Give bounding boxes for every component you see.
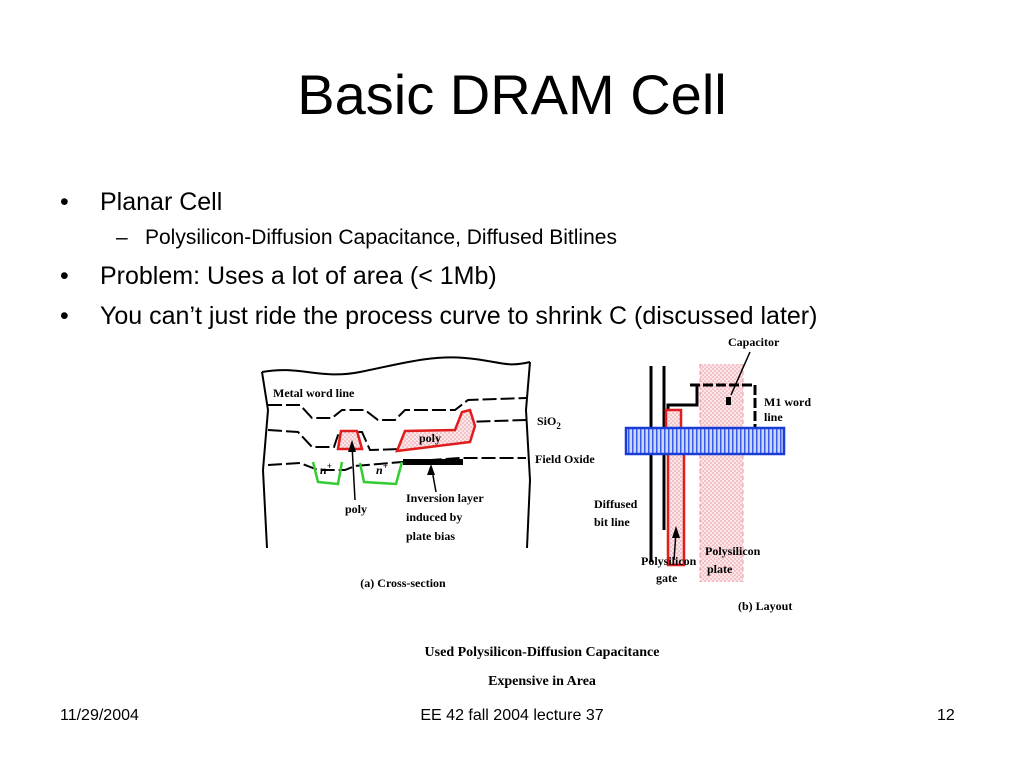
figure-caption-2: Expensive in Area xyxy=(488,674,596,689)
bullet-dash: – xyxy=(116,226,128,249)
bullet-dot: • xyxy=(60,262,69,290)
capacitor-pointer xyxy=(730,351,751,396)
inversion-layer-bar xyxy=(403,459,463,465)
footer-course: EE 42 fall 2004 lecture 37 xyxy=(420,707,604,724)
arrow-head-inversion xyxy=(427,464,435,475)
cross-section-diagram: Metal word line SiO2 Field Oxide poly po… xyxy=(261,356,595,590)
bullet-item: • Planar Cell xyxy=(60,186,1000,218)
bullet-text: You can’t just ride the process curve to… xyxy=(100,302,818,330)
bullet-item: • You can’t just ride the process curve … xyxy=(60,300,1000,332)
sio2-label: SiO2 xyxy=(537,414,561,431)
inversion-label-1: Inversion layer xyxy=(406,491,484,505)
bullet-dot: • xyxy=(60,302,69,330)
n-plus-left-label: n+ xyxy=(320,461,332,477)
layout-caption: (b) Layout xyxy=(738,599,792,613)
slide-title: Basic DRAM Cell xyxy=(297,63,727,126)
inversion-label-3: plate bias xyxy=(406,529,455,543)
figure-caption-1: Used Polysilicon-Diffusion Capacitance xyxy=(424,645,660,660)
sub-bullet-item: – Polysilicon-Diffusion Capacitance, Dif… xyxy=(60,224,1000,252)
polysilicon-plate-label-2: plate xyxy=(707,562,733,576)
dram-cell-figure: Metal word line SiO2 Field Oxide poly po… xyxy=(261,335,811,613)
diffused-bitline-label-2: bit line xyxy=(594,515,630,529)
m1-word-line-label-1: M1 word xyxy=(764,395,811,409)
poly-label-bottom: poly xyxy=(345,502,367,516)
oxide-curve xyxy=(267,419,527,452)
layout-diagram: Capacitor M1 word line Diffused bit line… xyxy=(594,335,811,613)
bullet-text: Problem: Uses a lot of area (< 1Mb) xyxy=(100,262,497,290)
arrow-line-poly xyxy=(351,444,356,501)
n-plus-right-diffusion xyxy=(358,461,404,486)
border-top xyxy=(261,356,531,376)
n-plus-right-label: n+ xyxy=(376,461,388,477)
capacitor-outline xyxy=(690,383,757,435)
bullet-item: • Problem: Uses a lot of area (< 1Mb) xyxy=(60,260,1000,292)
m1-word-line-label-2: line xyxy=(764,410,783,424)
metal-word-line-curve xyxy=(268,397,527,421)
cross-section-caption: (a) Cross-section xyxy=(360,576,446,590)
n-plus-left-diffusion xyxy=(311,461,344,486)
polysilicon-plate-region xyxy=(700,364,743,582)
polysilicon-gate-label-1: Polysilicon xyxy=(641,554,697,568)
footer-page-number: 12 xyxy=(937,707,955,724)
m1-word-line-bar xyxy=(624,426,786,456)
border-left xyxy=(261,371,270,549)
diffused-bitline-label-1: Diffused xyxy=(594,497,638,511)
bullet-dot: • xyxy=(60,188,69,216)
border-right xyxy=(524,361,532,549)
sub-bullet-text: Polysilicon-Diffusion Capacitance, Diffu… xyxy=(145,226,617,249)
inversion-label-2: induced by xyxy=(406,510,462,524)
metal-word-line-label: Metal word line xyxy=(273,386,355,400)
bullet-list: • Planar Cell – Polysilicon-Diffusion Ca… xyxy=(60,186,1000,332)
substrate-curve xyxy=(267,457,526,471)
footer-date: 11/29/2004 xyxy=(60,707,139,724)
polysilicon-plate-label-1: Polysilicon xyxy=(705,544,761,558)
poly-plate-shape xyxy=(395,408,477,453)
arrow-head-poly xyxy=(348,440,356,452)
field-oxide-label: Field Oxide xyxy=(535,452,595,466)
bullet-text: Planar Cell xyxy=(100,188,223,216)
capacitor-label: Capacitor xyxy=(728,335,780,349)
polysilicon-gate-label-2: gate xyxy=(656,571,678,585)
poly-label-top: poly xyxy=(419,431,441,445)
